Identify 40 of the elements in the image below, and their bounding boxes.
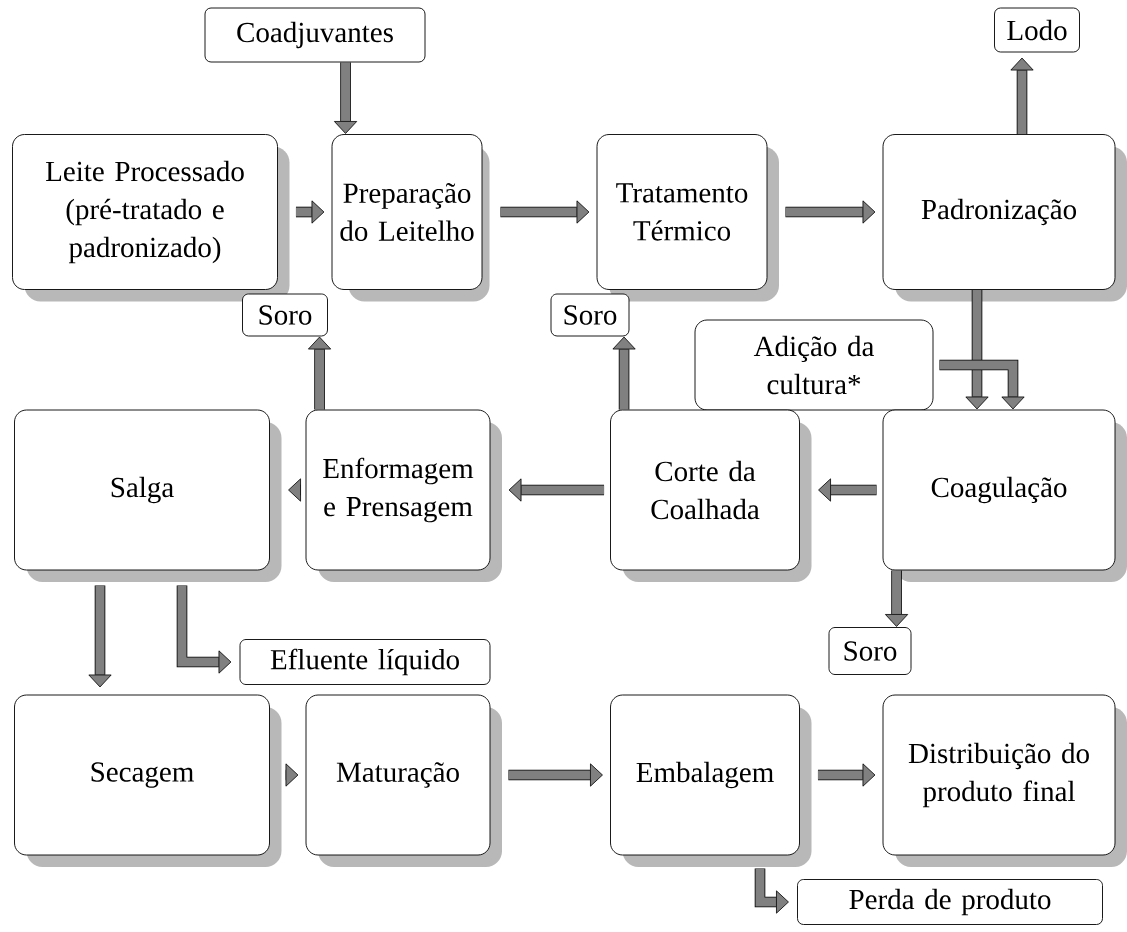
output-box: Soro bbox=[550, 293, 630, 337]
process-box: Tratamento Térmico bbox=[596, 134, 779, 302]
output-box: Efluente líquido bbox=[239, 639, 491, 685]
block-arrow bbox=[818, 478, 877, 502]
input-box: Adição da cultura* bbox=[694, 319, 934, 411]
block-arrow bbox=[885, 570, 909, 627]
block-arrow bbox=[965, 289, 989, 410]
output-box: Perda de produto bbox=[797, 879, 1103, 925]
process-box: Corte da Coalhada bbox=[610, 409, 812, 582]
block-arrow bbox=[785, 200, 876, 224]
block-arrow bbox=[88, 585, 112, 688]
process-box: Salga bbox=[14, 409, 282, 582]
node-label: Padronização bbox=[921, 198, 1077, 226]
block-arrow bbox=[939, 359, 1025, 410]
output-box: Soro bbox=[828, 627, 912, 675]
block-arrow bbox=[508, 478, 605, 502]
process-box: Leite Processado (pré-tratado e padronizado) bbox=[12, 134, 290, 302]
process-box: Embalagem bbox=[610, 694, 812, 867]
process-box: Enformagem e Prensagem bbox=[305, 409, 502, 582]
block-arrow bbox=[295, 200, 325, 224]
block-arrow bbox=[754, 868, 789, 914]
process-box: Coagulação bbox=[882, 409, 1127, 582]
block-arrow bbox=[288, 478, 301, 502]
output-box: Lodo bbox=[994, 7, 1080, 53]
block-arrow bbox=[176, 585, 232, 674]
block-arrow bbox=[612, 336, 636, 410]
block-arrow bbox=[334, 62, 358, 134]
block-arrow bbox=[817, 763, 876, 787]
output-box: Soro bbox=[242, 293, 328, 337]
block-arrow bbox=[308, 336, 332, 410]
process-box: Distribuição do produto final bbox=[882, 694, 1127, 867]
block-arrow bbox=[1010, 57, 1034, 135]
block-arrow bbox=[500, 200, 590, 224]
process-box: Secagem bbox=[14, 694, 282, 867]
block-arrow bbox=[508, 763, 603, 787]
process-box: Preparação do Leitelho bbox=[331, 134, 490, 302]
block-arrow bbox=[285, 763, 299, 787]
process-box: Padronização bbox=[882, 134, 1127, 302]
process-box: Maturação bbox=[305, 694, 502, 867]
input-box: Coadjuvantes bbox=[204, 7, 426, 63]
